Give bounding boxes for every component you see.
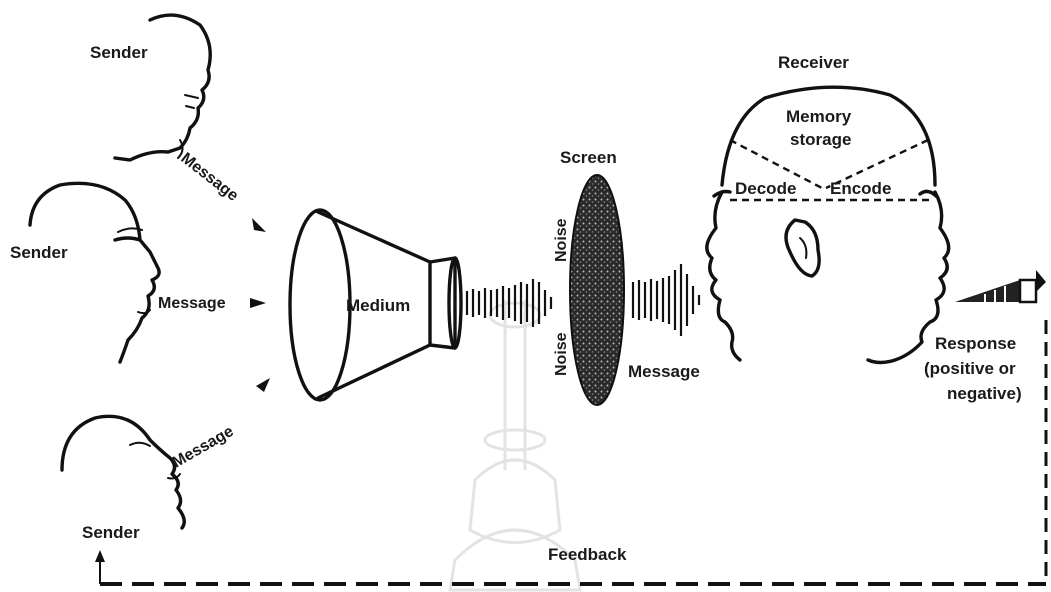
noise-bottom-label: Noise <box>553 332 570 376</box>
sender-3-label: Sender <box>82 523 140 542</box>
decode-label: Decode <box>735 179 796 198</box>
sender-1-label: Sender <box>90 43 148 62</box>
receiver-label: Receiver <box>778 53 849 72</box>
sender-1-message-label: Message <box>178 150 242 205</box>
sender-3-arrow <box>256 378 270 392</box>
screen-label: Screen <box>560 148 617 167</box>
sender-3-head <box>62 416 184 528</box>
memory-label-line1: Memory <box>786 107 852 126</box>
signal-wave-2 <box>633 264 699 336</box>
encode-label: Encode <box>830 179 891 198</box>
sender-1-head <box>115 15 210 160</box>
sender-3-message-label: Message <box>170 423 237 472</box>
memory-label-line2: storage <box>790 130 851 149</box>
response-label-line3: negative) <box>947 384 1022 403</box>
noise-screen <box>570 175 624 405</box>
sender-2-label: Sender <box>10 243 68 262</box>
sender-2-arrow <box>250 298 266 308</box>
message-after-screen-label: Message <box>628 362 700 381</box>
receiver-head <box>707 87 949 362</box>
response-label-line1: Response <box>935 334 1016 353</box>
noise-top-label: Noise <box>553 218 570 262</box>
sender-2-message-label: Message <box>158 295 226 312</box>
signal-wave-1 <box>467 279 551 327</box>
response-label-line2: (positive or <box>924 359 1016 378</box>
feedback-label: Feedback <box>548 545 627 564</box>
sender-2-head <box>30 183 159 362</box>
sender-1-arrow <box>252 218 266 232</box>
response-signal <box>955 270 1046 302</box>
feedback-arrow-up <box>95 550 105 584</box>
medium-label: Medium <box>346 296 410 315</box>
